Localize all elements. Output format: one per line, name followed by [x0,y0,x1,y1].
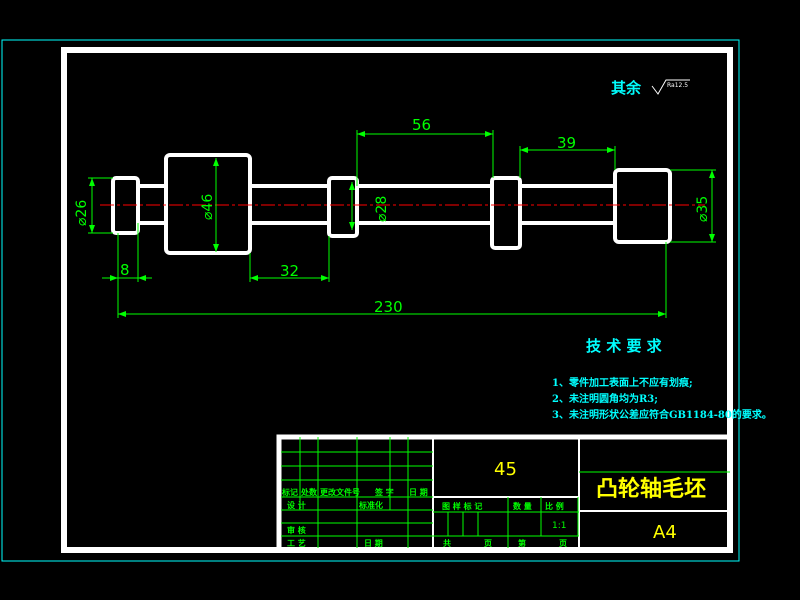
title-block-frame [276,434,733,553]
dim-230: 230 [374,298,403,316]
shaft-outline [111,153,672,255]
outer-frame [1,39,740,562]
dim-8: 8 [120,261,130,279]
tb-header-doc: 更改文件号 [320,487,360,497]
dim-d28: ⌀28 [374,196,390,222]
tech-title: 技 术 要 求 [586,337,663,355]
tb-sheet-number: 第 [518,538,526,548]
material: 45 [494,459,517,480]
tb-sheet-page1: 页 [484,539,492,548]
dim-39: 39 [557,134,576,152]
dimension-arrows [89,131,715,317]
sheet-size: A4 [653,522,677,543]
dim-d26: ⌀26 [74,200,90,226]
roughness-symbol-icon [651,79,690,95]
dim-32: 32 [280,262,299,280]
roughness-label: 其余 [611,79,642,97]
tech-item-2: 2、未注明圆角均为R3; [552,392,658,405]
part-name: 凸轮轴毛坯 [596,476,706,502]
tb-process-date: 日 期 [364,538,383,548]
tb-header-mark: 标记 [281,487,298,497]
shaft-end-right [613,168,672,244]
shaft-cam-2 [490,176,522,250]
dim-d46: ⌀46 [200,194,216,220]
tb-sheet-page2: 页 [559,539,567,548]
tb-stage-label: 图 样 标 记 [442,501,482,511]
tech-item-1: 1、零件加工表面上不应有划痕; [552,376,693,389]
tb-scale-label: 比 例 [545,501,564,511]
dim-d35: ⌀35 [695,196,711,222]
tb-quantity-label: 数 量 [513,501,532,511]
tb-scale-value: 1:1 [552,521,566,531]
tb-review: 审 核 [287,525,306,535]
tech-item-3: 3、未注明形状公差应符合GB1184-80的要求。 [552,408,772,421]
tb-standardization: 标准化 [358,500,383,510]
roughness-value: Ra12.5 [667,82,688,89]
tb-header-count: 处数 [300,487,318,497]
tb-header-sign: 签 字 [374,487,394,497]
tb-process: 工 艺 [287,538,306,548]
tb-sheet-total: 共 [443,538,451,548]
tb-header-date: 日 期 [409,487,428,497]
tb-design: 设 计 [287,500,306,510]
dim-56: 56 [412,116,431,134]
